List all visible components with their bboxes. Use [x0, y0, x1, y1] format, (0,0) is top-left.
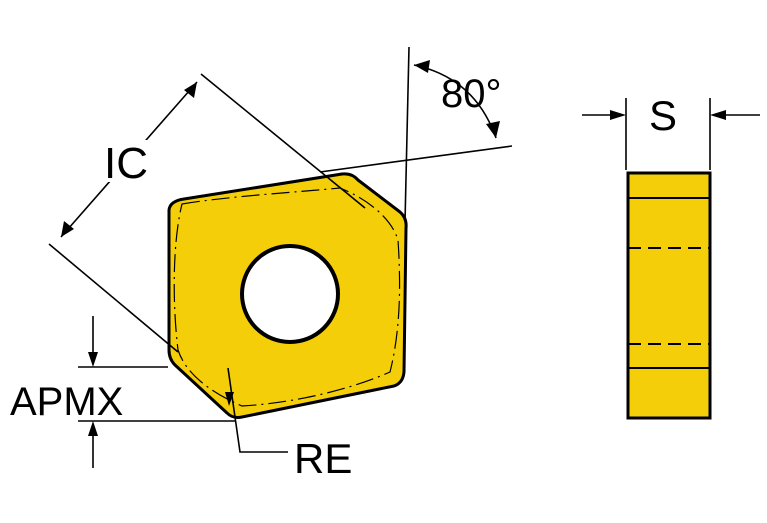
- apmx-arrow-top: [88, 352, 98, 367]
- angle-dimension: [319, 46, 513, 223]
- s-label: S: [649, 92, 677, 139]
- s-arrow-right: [710, 110, 726, 120]
- side-body: [626, 171, 712, 420]
- re-label: RE: [294, 435, 352, 482]
- apmx-label: APMX: [10, 380, 123, 424]
- apmx-arrow-bottom: [88, 421, 98, 436]
- insert-top-view: [167, 172, 408, 419]
- angle-arrow-top: [414, 60, 430, 73]
- insert-facet-line: [173, 187, 401, 407]
- angle-label: 80°: [441, 72, 502, 116]
- ic-label: IC: [104, 139, 148, 188]
- ic-arrow-bottom: [61, 221, 74, 237]
- ic-arrow-top: [184, 82, 197, 98]
- re-leader: [225, 367, 288, 453]
- center-hole: [240, 244, 340, 344]
- insert-side-view: [626, 171, 712, 420]
- s-dimension: [582, 98, 760, 170]
- apmx-dimension: [78, 316, 236, 468]
- angle-arrow-bottom: [486, 121, 500, 138]
- s-arrow-left: [610, 110, 626, 120]
- re-arrow: [225, 392, 234, 406]
